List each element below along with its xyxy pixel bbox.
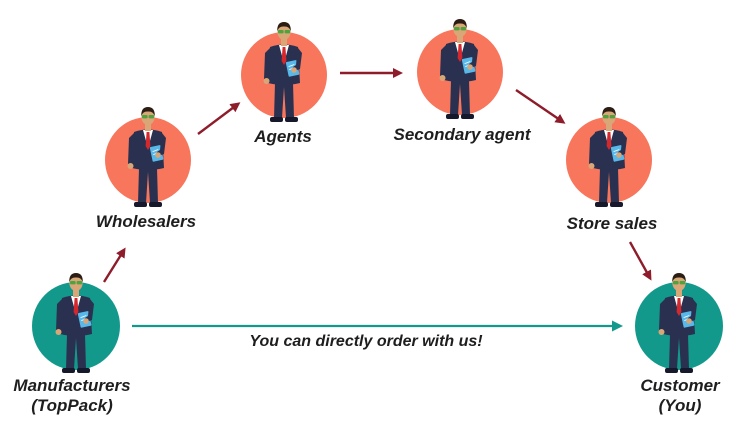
direct-order-label: You can directly order with us!	[249, 333, 483, 350]
node-label-customer: Customer (You)	[640, 376, 719, 416]
node-label-line: (You)	[658, 396, 702, 415]
node-store-sales	[566, 107, 652, 207]
businessman-icon	[127, 107, 166, 207]
arrow-wholesalers-to-agents	[197, 102, 241, 135]
businessman-icon	[658, 273, 697, 373]
node-label-line: Store sales	[566, 214, 658, 233]
node-label-line: Agents	[254, 127, 312, 146]
node-label-line: Secondary agent	[393, 125, 531, 144]
businessman-icon	[263, 22, 302, 122]
node-wholesalers	[105, 107, 191, 207]
node-label-line: (TopPack)	[31, 396, 113, 415]
node-label-line: Customer	[640, 376, 720, 395]
arrow-secondary-agent-to-store-sales	[515, 89, 566, 124]
node-label-wholesalers: Wholesalers	[96, 212, 196, 232]
arrow-store-sales-to-customer	[628, 241, 652, 281]
node-agents	[241, 22, 327, 122]
node-secondary-agent	[417, 19, 503, 119]
node-label-line: Wholesalers	[95, 212, 197, 231]
node-label-line: Manufacturers	[13, 376, 131, 395]
node-label-manufacturers: Manufacturers (TopPack)	[13, 376, 130, 416]
node-label-store-sales: Store sales	[567, 214, 658, 234]
arrow-manufacturers-to-wholesalers	[102, 247, 126, 283]
node-manufacturers	[32, 273, 120, 373]
node-customer	[635, 273, 723, 373]
businessman-icon	[439, 19, 478, 119]
node-label-agents: Agents	[254, 127, 312, 147]
businessman-icon	[55, 273, 94, 373]
businessman-icon	[588, 107, 627, 207]
node-label-secondary-agent: Secondary agent	[394, 125, 531, 145]
